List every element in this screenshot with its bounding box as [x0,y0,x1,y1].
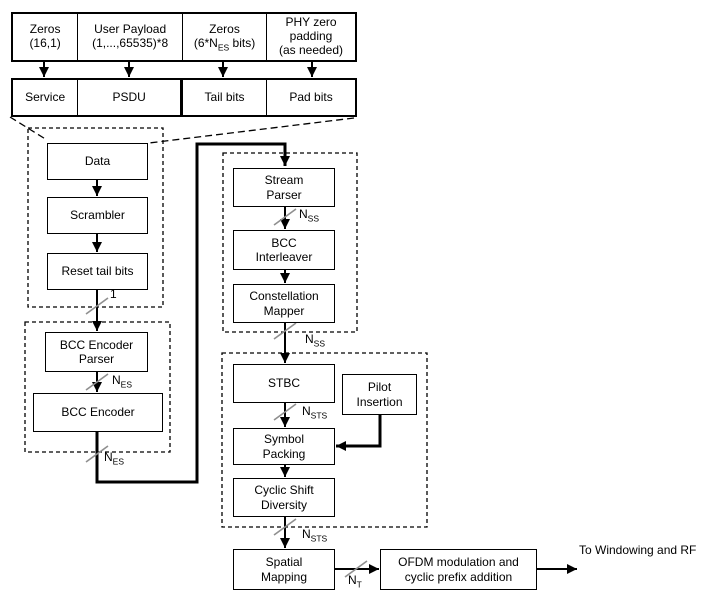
header-row-sources: Zeros (16,1) User Payload (1,...,65535)*… [11,12,357,62]
field-cell-label: PSDU [112,89,146,104]
bus-slash-nsts-a [273,403,297,421]
label-base: N [305,332,314,346]
block-label: Scrambler [70,208,125,223]
label-base: 1 [110,287,117,301]
label-part: Zeros (6*N [193,22,240,50]
signal-label-nes-a: NES [112,373,133,390]
bus-pilot-to-symbolpacking [336,415,382,451]
bus-slash-one [85,297,109,315]
block-label: BCC Encoder Parser [59,337,134,366]
block-label: Stream Parser [264,173,304,202]
header-cell-label: User Payload (1,...,65535)*8 [92,22,169,50]
label-base: N [104,450,113,464]
label-subscript: SS [313,338,326,349]
header-cell-phy-padding: PHY zero padding (as needed) [267,14,355,60]
block-label: Cyclic Shift Diversity [254,483,314,512]
label-subscript: STS [310,410,328,421]
bus-slash-nss-a [273,208,297,226]
field-cell-service: Service [13,80,79,115]
block-label: BCC Interleaver [255,235,313,264]
block-ofdm-modulation: OFDM modulation and cyclic prefix additi… [380,549,537,590]
signal-label-nss-b: NSS [305,332,326,349]
label-part: bits) [229,36,256,50]
label-subscript: ES [112,456,125,467]
block-scrambler: Scrambler [47,197,148,234]
block-label: Pilot Insertion [356,380,403,409]
block-pilot-insertion: Pilot Insertion [342,374,417,415]
label-subscript: SS [307,213,320,224]
label-subscript: ES [217,42,230,53]
dashed-group-interleaving [222,152,358,333]
label-subscript: ES [120,379,133,390]
bus-slash-nes-a [85,373,109,391]
block-data: Data [47,143,148,180]
block-label: BCC Encoder [61,405,135,420]
field-cell-tail-bits: Tail bits [183,80,268,115]
expansion-line-right [148,117,355,144]
field-cell-label: Pad bits [289,89,333,104]
block-label: OFDM modulation and cyclic prefix additi… [398,555,519,584]
signal-label-nsts-b: NSTS [302,527,328,544]
block-label: Spatial Mapping [260,555,308,584]
block-bcc-encoder-parser: BCC Encoder Parser [45,332,148,372]
block-label: Reset tail bits [61,264,134,279]
expansion-line-left [9,116,48,141]
block-label: Constellation Mapper [249,289,319,318]
bus-slash-nes-b [85,445,109,463]
label-base: N [348,573,357,587]
bus-slash-nsts-b [273,518,297,536]
label-base: N [302,527,311,541]
field-cell-label: Service [25,89,66,104]
block-label: Data [84,154,111,169]
header-cell-label: Zeros (6*NES bits) [193,22,256,53]
signal-label-one: 1 [110,287,117,301]
header-cell-zeros-tail: Zeros (6*NES bits) [183,14,268,60]
label-base: N [299,207,308,221]
label-base: N [302,404,311,418]
bus-slash-nt [344,560,368,578]
signal-label-nss-a: NSS [299,207,320,224]
block-label: STBC [267,376,300,391]
block-stream-parser: Stream Parser [233,168,335,207]
output-label: To Windowing and RF [579,543,696,557]
header-cell-user-payload: User Payload (1,...,65535)*8 [78,14,184,60]
block-stbc: STBC [233,364,335,403]
bus-encoder-to-stream-parser [95,142,290,484]
bus-slash-nss-b [273,322,297,340]
signal-label-nt: NT [348,573,362,590]
signal-label-nsts-a: NSTS [302,404,328,421]
header-row-fields: Service PSDU Tail bits Pad bits [11,78,357,117]
block-constellation-mapper: Constellation Mapper [233,284,335,323]
block-spatial-mapping: Spatial Mapping [233,549,335,590]
label-base: N [112,373,121,387]
field-cell-label: Tail bits [204,89,245,104]
signal-label-nes-b: NES [104,450,125,467]
field-cell-pad-bits: Pad bits [267,80,355,115]
block-bcc-encoder: BCC Encoder [33,393,163,432]
header-cell-label: PHY zero padding (as needed) [278,15,344,57]
block-cyclic-shift-diversity: Cyclic Shift Diversity [233,478,335,517]
block-label: Symbol Packing [262,432,306,461]
header-cell-label: Zeros (16,1) [29,22,61,50]
block-bcc-interleaver: BCC Interleaver [233,230,335,270]
block-symbol-packing: Symbol Packing [233,428,335,465]
field-cell-psdu: PSDU [78,80,184,115]
label-subscript: T [356,579,362,590]
block-reset-tail-bits: Reset tail bits [47,253,148,290]
label-subscript: STS [310,533,328,544]
header-cell-zeros-service: Zeros (16,1) [13,14,79,60]
label-base: To Windowing and RF [579,543,697,557]
